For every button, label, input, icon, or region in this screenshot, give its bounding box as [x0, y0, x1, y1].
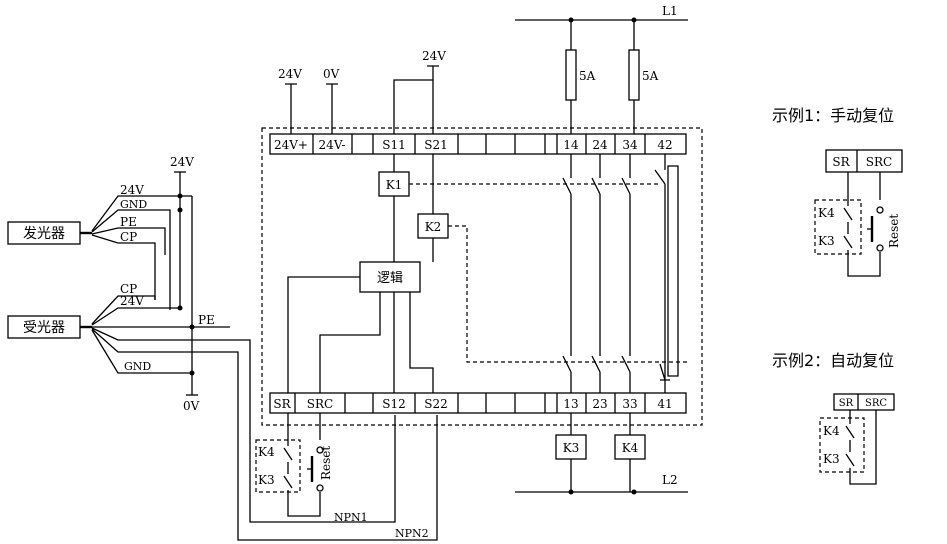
example-2-src: SRC — [865, 398, 887, 409]
example-2-title: 示例2：自动复位 — [772, 351, 894, 370]
terminal-33: 33 — [622, 397, 637, 411]
example-1-src: SRC — [866, 155, 892, 169]
terminal-34: 34 — [622, 138, 638, 152]
terminal-src: SRC — [307, 397, 333, 411]
npn1-label: NPN1 — [334, 511, 368, 524]
s11-24v-supply: 24V — [422, 49, 446, 63]
relay-k1-label: K1 — [386, 178, 403, 192]
example-1: 示例1：手动复位 SR SRC K4 K3 Reset — [772, 106, 903, 277]
terminal-13: 13 — [563, 397, 578, 411]
terminal-s12: S12 — [382, 397, 406, 411]
relay-k3-label: K3 — [563, 441, 580, 455]
receiver-label: 受光器 — [23, 320, 65, 336]
example-1-k3: K3 — [818, 234, 835, 248]
example-2: 示例2：自动复位 SR SRC K4 K3 — [772, 351, 895, 485]
safety-module-outline — [261, 127, 703, 426]
receiver-block: 受光器 — [7, 315, 81, 339]
left-0v-supply: 0V — [183, 399, 200, 413]
example-2-sr: SR — [839, 398, 854, 409]
emitter-label: 发光器 — [23, 226, 65, 242]
l1-label: L1 — [662, 4, 678, 18]
receiver-24v-label: 24V — [120, 294, 144, 308]
terminal-41: 41 — [657, 397, 672, 411]
relay-k2-label: K2 — [425, 220, 442, 234]
top-24v-supply: 24V — [278, 67, 302, 81]
emitter-24v-label: 24V — [120, 183, 144, 197]
receiver-cp-label: CP — [120, 282, 137, 296]
terminal-s22: S22 — [424, 397, 448, 411]
example-1-sr: SR — [832, 155, 850, 169]
terminal-14: 14 — [563, 138, 579, 152]
s11-s21-supply-wire — [393, 65, 439, 134]
terminal-24v-minus: 24V- — [319, 138, 346, 152]
example-2-k3: K3 — [823, 452, 840, 466]
example-2-k4: K4 — [823, 424, 840, 438]
pe-label: PE — [198, 313, 215, 327]
emitter-pe-label: PE — [120, 215, 137, 229]
receiver-wires — [91, 295, 438, 541]
reset-circuit: K4 K3 Reset — [255, 413, 333, 517]
left-24v-supply: 24V — [170, 155, 194, 169]
bottom-terminal-strip: SR SRC S12 S22 13 23 33 41 — [269, 392, 687, 414]
example-1-title: 示例1：手动复位 — [772, 106, 894, 125]
relay-k1 — [378, 171, 410, 197]
output-contacts — [562, 154, 679, 393]
emitter-gnd-label: GND — [120, 198, 147, 211]
emitter-cp-label: CP — [120, 230, 137, 244]
terminal-42: 42 — [657, 138, 672, 152]
relay-k4 — [614, 434, 646, 460]
supply-24v-minus-wire — [326, 83, 338, 134]
logic-block — [359, 261, 421, 293]
relay-k2 — [417, 213, 449, 239]
top-terminal-strip: 24V+ 24V- S11 S21 14 24 34 42 — [269, 133, 687, 155]
terminal-s11: S11 — [382, 138, 406, 152]
terminal-24v-plus: 24V+ — [274, 138, 308, 152]
fuse-2-label: 5A — [642, 69, 659, 83]
terminal-sr: SR — [273, 397, 291, 411]
receiver-gnd-label: GND — [124, 360, 151, 373]
reset-k4-label: K4 — [258, 445, 275, 459]
emitter-block: 发光器 — [7, 221, 81, 245]
reset-k3-label: K3 — [258, 473, 275, 487]
emitter-wires — [91, 195, 180, 310]
fuse-2 — [628, 49, 640, 101]
relay-k4-label: K4 — [622, 441, 639, 455]
relay-k3 — [555, 434, 587, 460]
reset-button-label: Reset — [319, 446, 333, 480]
example-1-reset: Reset — [887, 214, 901, 248]
fuse-1-label: 5A — [579, 69, 596, 83]
example-1-k4: K4 — [818, 206, 835, 220]
npn2-label: NPN2 — [395, 527, 429, 540]
terminal-23: 23 — [592, 397, 607, 411]
supply-24v-plus-wire — [285, 83, 297, 134]
terminal-s21: S21 — [424, 138, 448, 152]
fuse-1 — [565, 49, 577, 101]
top-0v-supply: 0V — [323, 67, 340, 81]
logic-label: 逻辑 — [377, 271, 403, 286]
l2-label: L2 — [662, 473, 678, 487]
terminal-24: 24 — [592, 138, 608, 152]
